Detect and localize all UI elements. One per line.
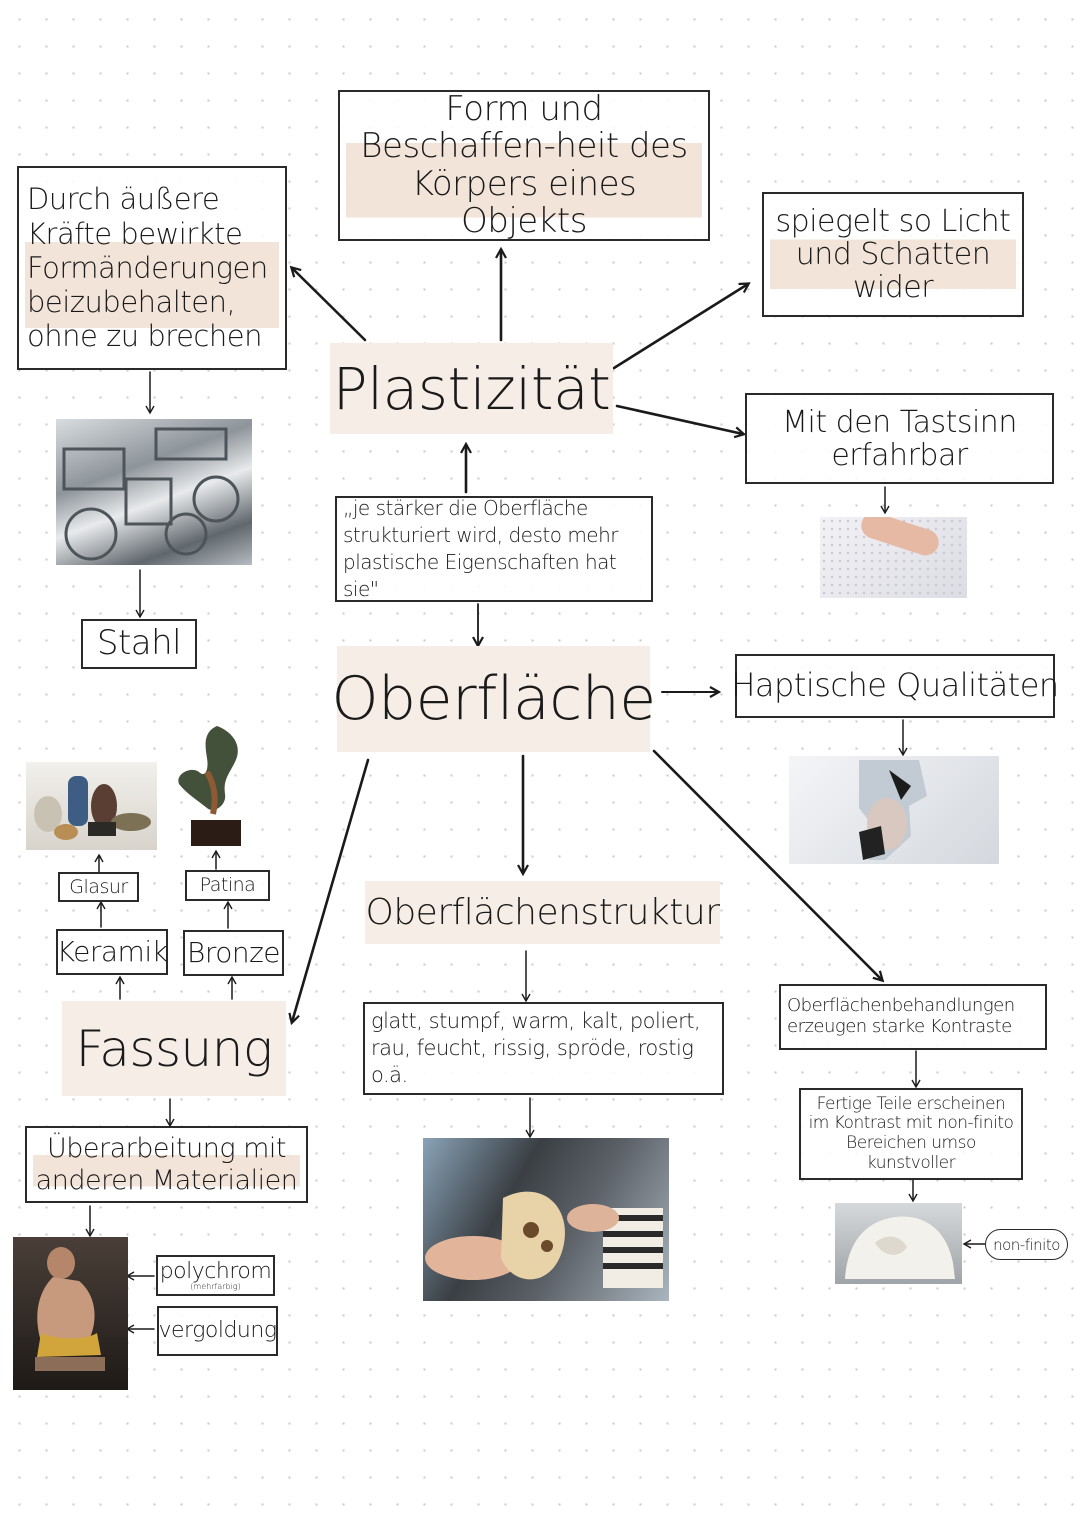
form-box: Form und Beschaffen-heit des Körpers ein… [338,90,710,241]
spiegelt-text: spiegelt so Licht und Schatten wider [770,205,1016,304]
ueberarbeitung-box: Überarbeitung mit anderen Materialien [25,1126,308,1203]
non-finito-label: non-finito [985,1229,1068,1260]
hands-object-shapes [425,1191,663,1288]
bust-shape [859,760,927,860]
keramik-box: Keramik [56,929,168,975]
bronze-statue-shape [178,726,241,846]
polychrom-subtext: (mehrfarbig) [190,1281,241,1291]
oberflaechenbehandlungen-box: Oberflächenbehandlungen erzeugen starke … [779,984,1047,1050]
patina-text: Patina [199,874,256,897]
tastsinn-text: Mit den Tastsinn erfahrbar [782,404,1017,473]
fassung-node: Fassung [62,1001,286,1096]
vergoldung-box: vergoldung [157,1306,278,1356]
polychrome-statue-image [13,1237,128,1390]
ueberarbeitung-text: Überarbeitung mit anderen Materialien [33,1133,300,1196]
arrow-ober-fassung [292,758,370,1022]
arrow-plast-spiegelt [612,284,748,370]
ceramics-image [26,762,157,850]
arrow-plast-aussere [292,268,367,342]
plastizitaet-node: Plastizität [330,343,613,434]
glasur-box: Glasur [58,872,139,902]
polychrom-text: polychrom [159,1258,272,1284]
haptische-qualitaeten-box: Haptische Qualitäten [731,654,1059,718]
bronze-box: Bronze [183,930,284,976]
steel-pipes-shapes [62,427,240,561]
fertige-teile-text: Fertige Teile erscheinen im Kontrast mit… [808,1093,1014,1173]
oberflaeche-node: Oberfläche [331,646,656,752]
stahl-box: Stahl [81,619,197,669]
oberflaechenstruktur-node: Oberflächenstruktur [365,881,720,944]
oberflaechenstruktur-title: Oberflächenstruktur [365,892,720,933]
ceramic-vessels [34,776,151,840]
braille-touch-image [820,517,967,598]
oberflaeche-title: Oberfläche [331,664,656,734]
finger-shape [857,517,943,559]
non-finito-text: non-finito [993,1235,1060,1254]
hands-object-image [423,1138,669,1301]
bust-touch-image [789,756,999,864]
marble-shape [845,1216,955,1279]
patina-box: Patina [185,870,270,901]
oberflaechenbehandlungen-text: Oberflächenbehandlungen erzeugen starke … [787,995,1015,1037]
vergoldung-text: vergoldung [158,1317,277,1343]
quote-text: „je stärker die Oberfläche strukturiert … [343,496,619,601]
keramik-text: Keramik [56,934,168,968]
form-text: Form und Beschaffen-heit des Körpers ein… [346,90,702,241]
non-finito-sculpture-image [835,1203,962,1284]
stahl-text: Stahl [96,623,182,664]
eigenschaften-box: glatt, stumpf, warm, kalt, poliert, rau,… [363,1002,724,1095]
aussere-kraefte-text: Durch äußere Kräfte bewirkte Formänderun… [25,182,279,354]
quote-box: „je stärker die Oberfläche strukturiert … [335,496,653,602]
aussere-kraefte-box: Durch äußere Kräfte bewirkte Formänderun… [17,166,287,370]
polychrom-box: polychrom (mehrfarbig) [156,1255,275,1296]
eigenschaften-text: glatt, stumpf, warm, kalt, poliert, rau,… [371,1008,701,1088]
glasur-text: Glasur [69,875,128,898]
steel-pipes-image [56,419,252,565]
spiegelt-box: spiegelt so Licht und Schatten wider [762,192,1024,317]
tastsinn-box: Mit den Tastsinn erfahrbar [745,393,1054,484]
bronze-text: Bronze [186,935,281,969]
polychrome-statue-shape [35,1247,105,1371]
fertige-teile-box: Fertige Teile erscheinen im Kontrast mit… [799,1088,1023,1180]
fassung-title: Fassung [75,1019,273,1078]
arrow-plast-tastsinn [615,404,743,434]
haptische-qualitaeten-text: Haptische Qualitäten [731,666,1059,705]
bronze-statue-image [173,722,251,848]
plastizitaet-title: Plastizität [332,354,611,423]
